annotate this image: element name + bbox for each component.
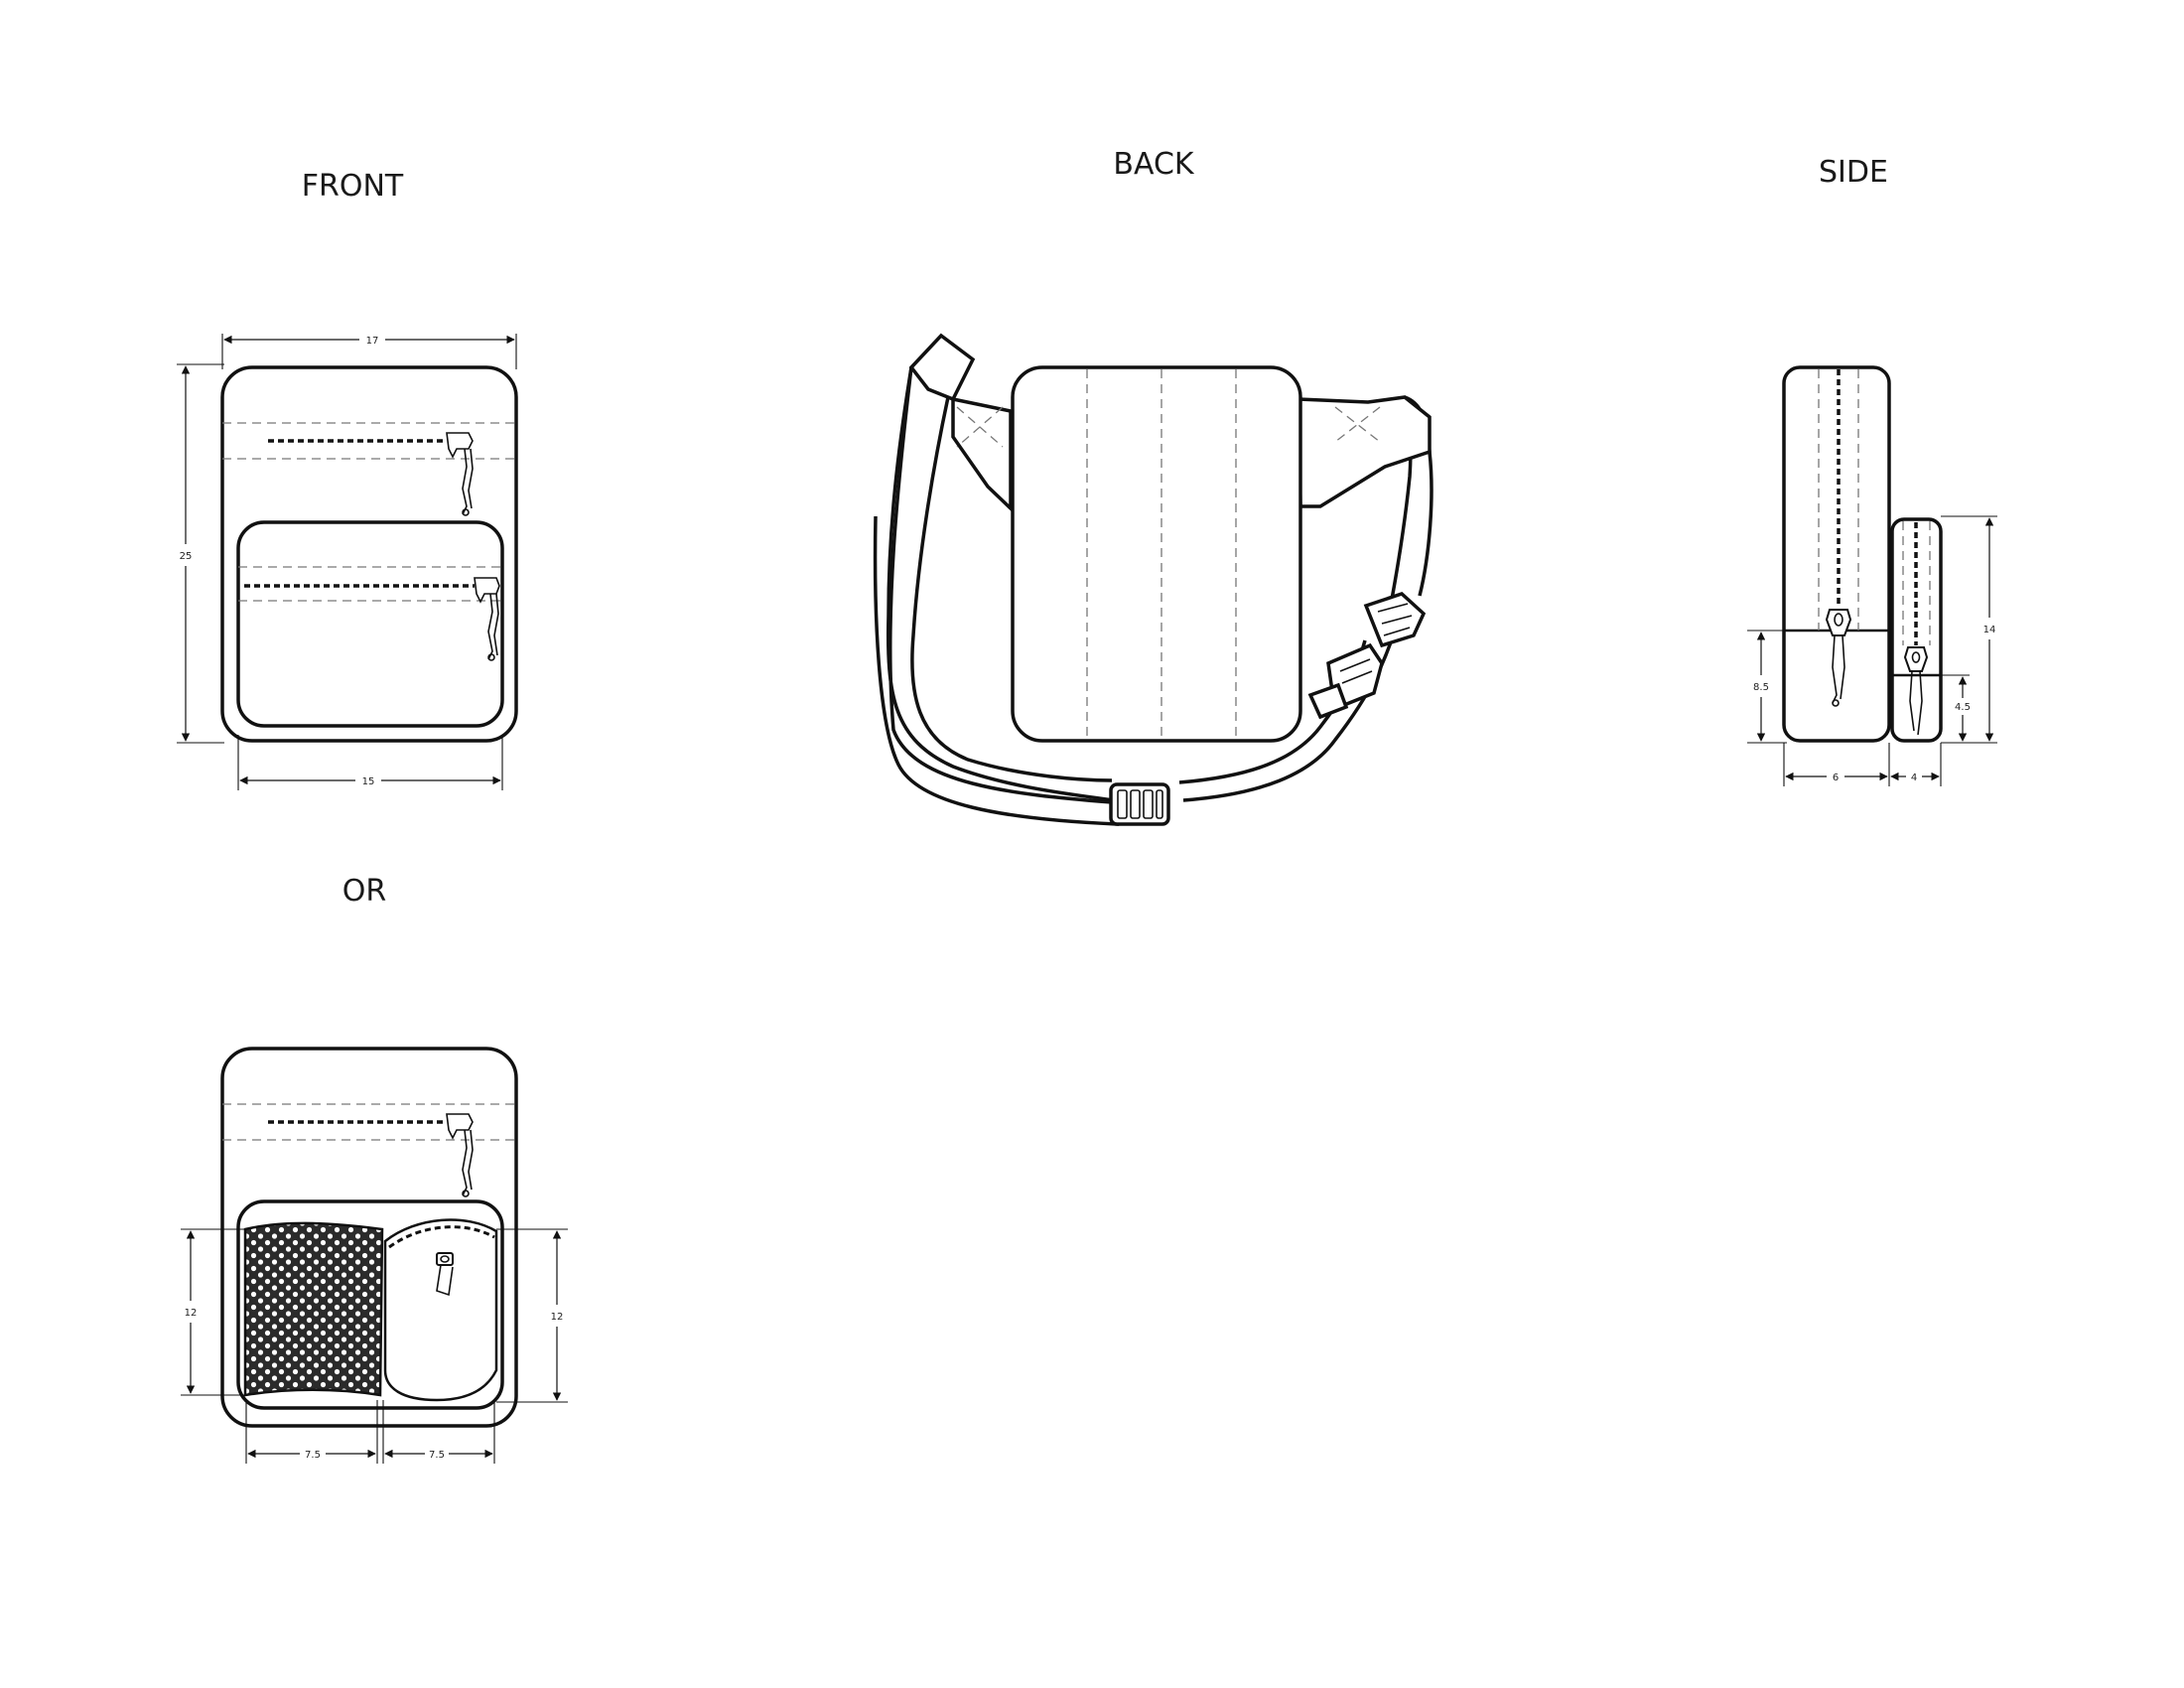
- shoulder-strap: [873, 333, 1433, 826]
- dim-alt-left-width: 7.5: [305, 1450, 321, 1461]
- back-bag-body: [1011, 365, 1302, 743]
- dim-front-height: 25: [180, 551, 193, 562]
- dim-side-lower-pocket: 4.5: [1955, 702, 1971, 713]
- dim-alt-right-height: 12: [551, 1312, 564, 1323]
- alt-top-zipper-pull-icon: [446, 1113, 474, 1197]
- alternate-front-view: 12 12 7.5 7.5: [181, 1047, 568, 1464]
- dim-front-width-top: 17: [366, 336, 379, 347]
- dim-side-depth-pocket: 4: [1911, 773, 1917, 783]
- dim-alt-right-width: 7.5: [429, 1450, 445, 1461]
- front-view-title: FRONT: [302, 169, 404, 204]
- side-view-title: SIDE: [1819, 155, 1888, 190]
- alternate-view-title: OR: [342, 874, 386, 909]
- front-pocket-zipper-pull-icon: [474, 577, 500, 661]
- front-pocket: [236, 520, 504, 728]
- side-pocket-body: [1890, 517, 1943, 743]
- back-view: [873, 333, 1433, 826]
- side-main-zipper-pull-icon: [1825, 609, 1852, 707]
- strap-buckle-icon: [1307, 592, 1427, 720]
- dim-front-pocket-width: 15: [362, 776, 375, 787]
- alt-zip-pocket: [383, 1218, 498, 1402]
- front-view: 17 25 15: [177, 334, 518, 790]
- alt-mesh-pocket: [243, 1221, 384, 1397]
- side-pocket-zipper-pull-icon: [1903, 646, 1929, 736]
- dim-alt-left-height: 12: [185, 1308, 198, 1319]
- dim-side-depth-main: 6: [1833, 773, 1839, 783]
- alt-zip-pocket-pull-icon: [436, 1252, 454, 1297]
- dim-side-lower-main: 8.5: [1753, 682, 1769, 693]
- back-view-title: BACK: [1113, 147, 1195, 182]
- strap-slider-icon: [1109, 782, 1170, 826]
- side-view: 8.5 14 4.5 6 4: [1747, 365, 1997, 786]
- front-top-zipper-pull-icon: [446, 432, 474, 516]
- dim-side-pocket-height: 14: [1983, 625, 1996, 635]
- side-main-body: [1782, 365, 1891, 743]
